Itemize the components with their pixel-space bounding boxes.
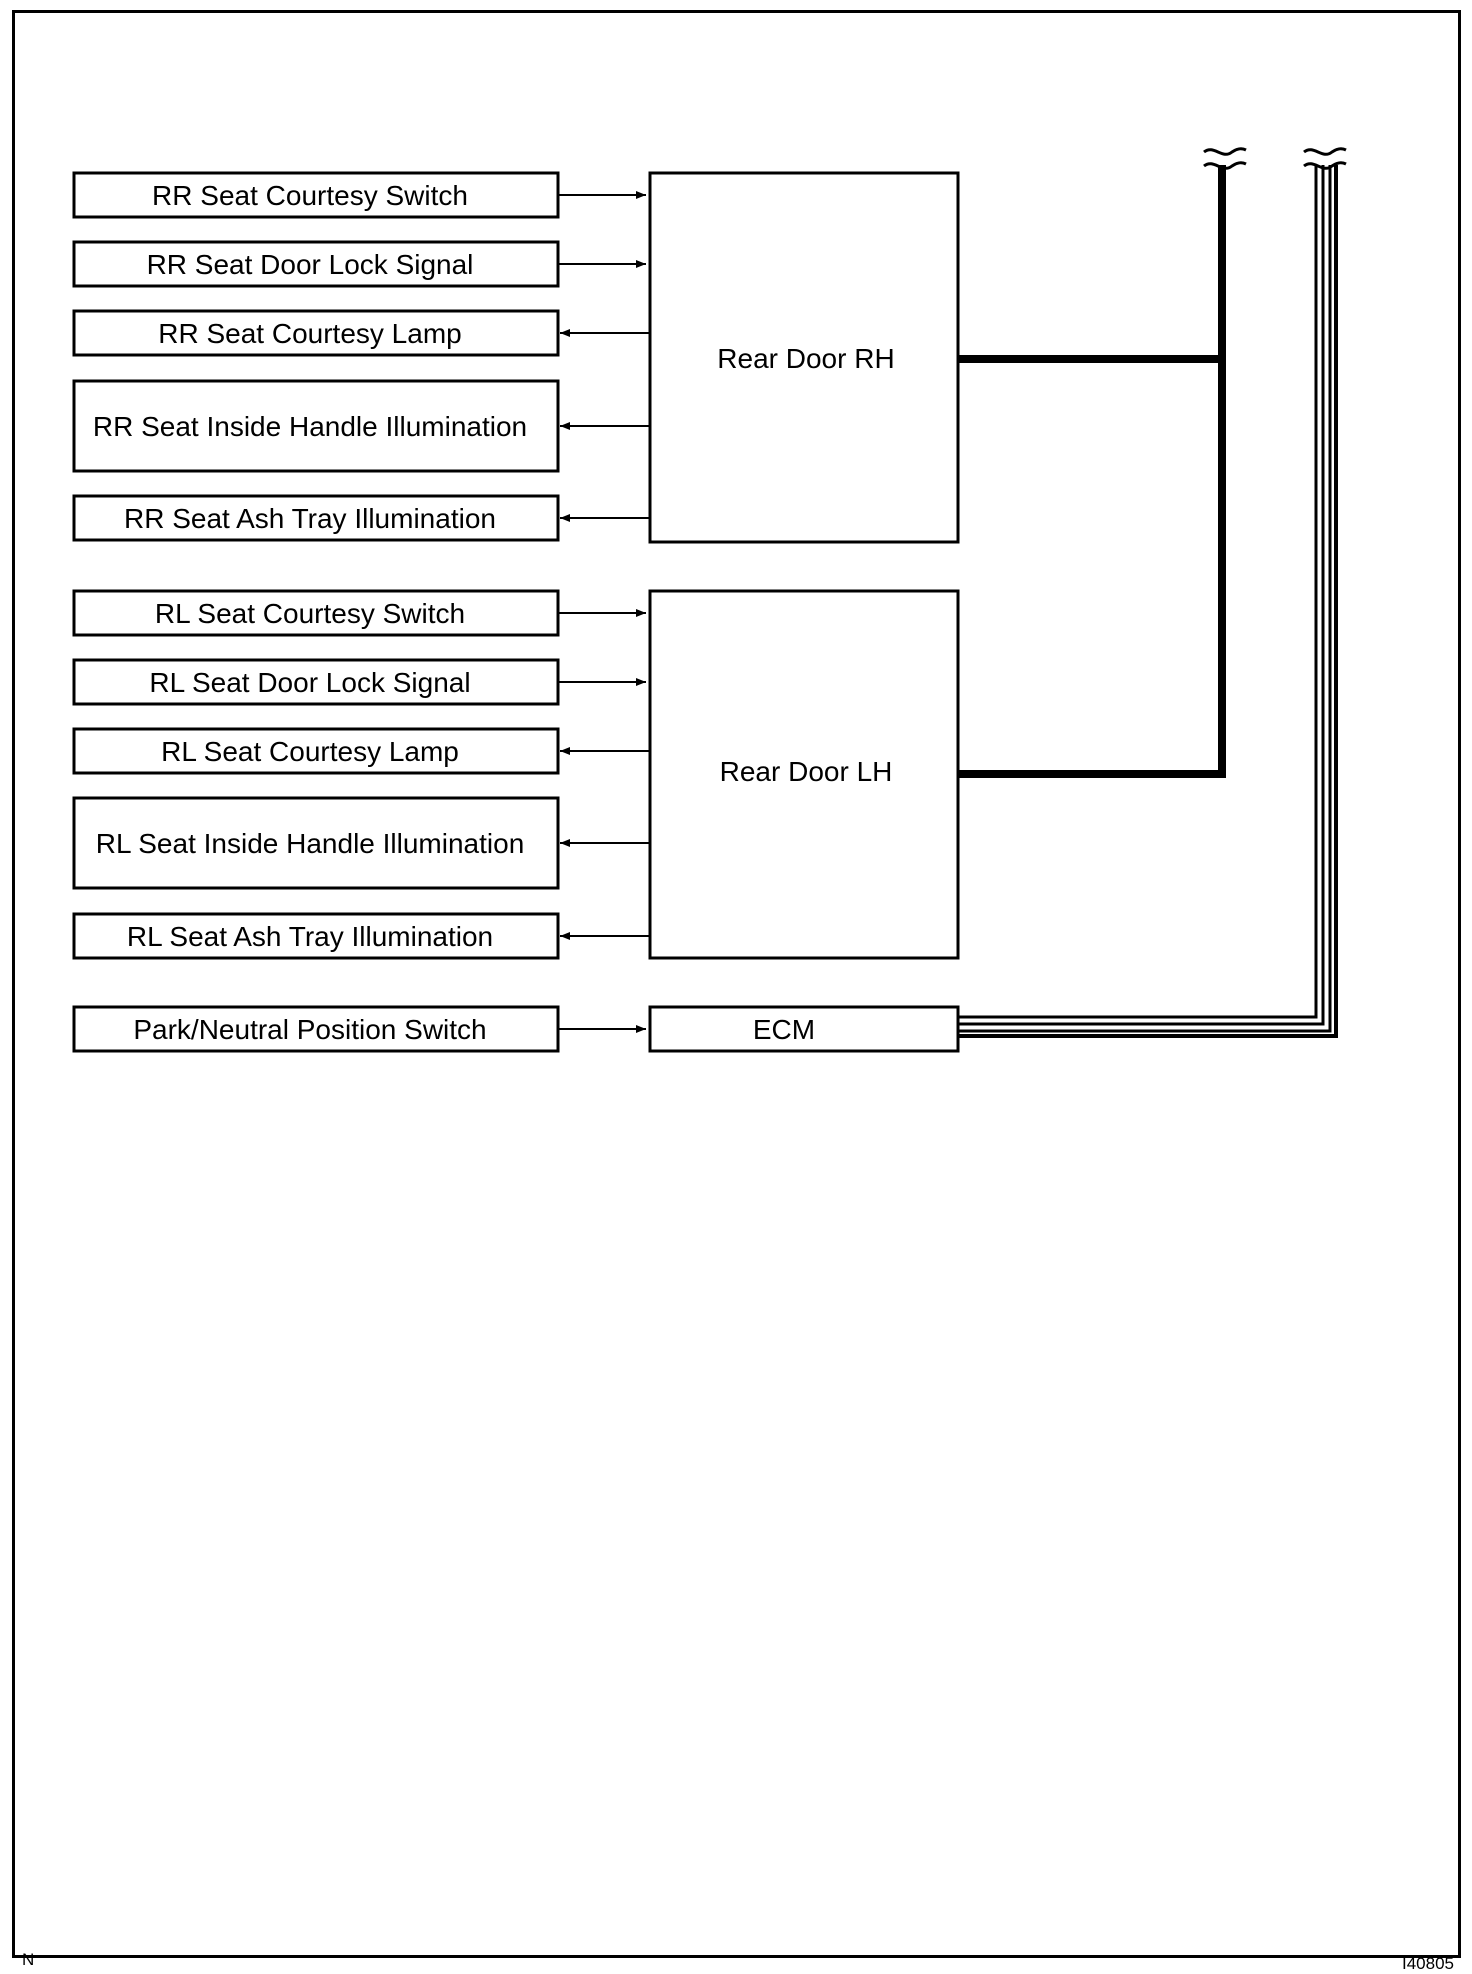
ecm-bus-outer-edge — [1334, 165, 1338, 1038]
signal-label: RL Seat Door Lock Signal — [149, 667, 470, 698]
rear-door-lh-box — [648, 589, 960, 960]
signal-box — [72, 796, 560, 890]
signal-box — [72, 658, 560, 706]
rear-door-rh-box — [648, 171, 960, 544]
signal-box — [72, 494, 560, 542]
ecm-bus — [958, 165, 1332, 1033]
ecm-bus-break-mark — [1303, 147, 1347, 170]
signal-label: RR Seat Courtesy Switch — [152, 180, 468, 211]
signal-box — [72, 589, 560, 637]
footer-right-code: I40805 — [1402, 1954, 1454, 1973]
page-frame — [12, 10, 1461, 1958]
signal-label: RL Seat Ash Tray Illumination — [127, 921, 493, 952]
ecm-box — [648, 1005, 960, 1053]
signal-label: RR Seat Courtesy Lamp — [158, 318, 461, 349]
footer-left-code: N — [22, 1950, 35, 1969]
ecm-bus-bottom-edge — [958, 1034, 1338, 1038]
signal-label: RL Seat Courtesy Lamp — [161, 736, 459, 767]
ecm-label: ECM — [753, 1014, 815, 1045]
signal-box — [72, 379, 560, 473]
signal-box — [72, 727, 560, 775]
signal-label: RL Seat Courtesy Switch — [155, 598, 465, 629]
rear-door-rh-label: Rear Door RH — [717, 343, 894, 374]
signal-label: RR Seat Ash Tray Illumination — [124, 503, 496, 534]
signal-label: RR Seat Inside Handle Illumination — [93, 411, 527, 442]
signal-label: RR Seat Door Lock Signal — [147, 249, 474, 280]
body-bus-break-mark — [1203, 147, 1247, 170]
body-bus — [958, 165, 1226, 778]
signal-label: Park/Neutral Position Switch — [133, 1014, 486, 1045]
rear-door-lh-label: Rear Door LH — [720, 756, 893, 787]
signal-box — [72, 171, 560, 219]
signal-box — [72, 240, 560, 288]
signal-box — [72, 309, 560, 357]
signal-box — [72, 1005, 560, 1053]
signal-label: RL Seat Inside Handle Illumination — [96, 828, 525, 859]
signal-box — [72, 912, 560, 960]
